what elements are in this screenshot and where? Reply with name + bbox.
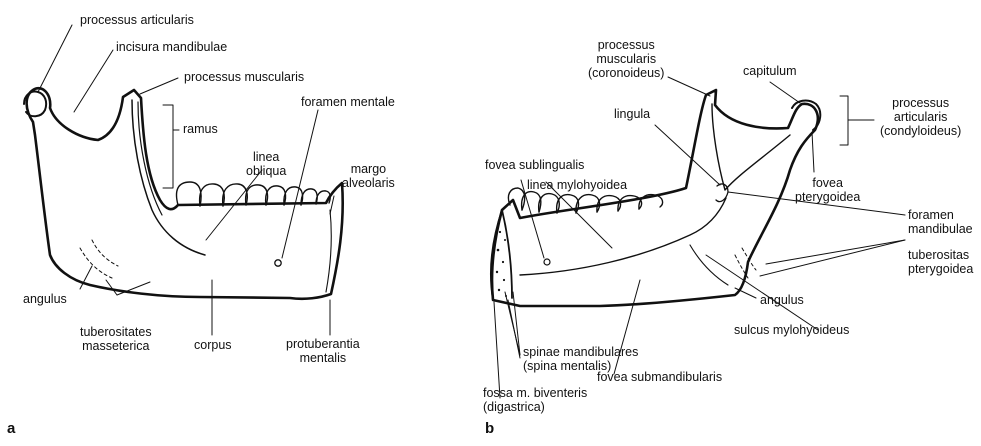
label-processus-muscularis-a: processus muscularis: [184, 70, 304, 84]
fovea-sublingualis-mark: [544, 259, 550, 265]
label-processus-articularis-b: processus articularis (condyloideus): [880, 96, 961, 138]
mylohyoid-ridge: [520, 198, 726, 275]
label-tuberositas-pterygoidea: tuberositas pterygoidea: [908, 248, 973, 276]
label-spinae-mandibulares: spinae mandibulares (spina mentalis): [523, 345, 638, 373]
tuberosity-marks: [80, 240, 118, 278]
label-fovea-pterygoidea: fovea pterygoidea: [795, 176, 860, 204]
label-linea-mylohyoidea: linea mylohyoidea: [527, 178, 627, 192]
spongy-bone-dots: [496, 231, 507, 297]
ramus-medial-ridge: [712, 104, 790, 190]
label-tuberositates-masseterica: tuberositates masseterica: [80, 325, 152, 353]
label-angulus-a: angulus: [23, 292, 67, 306]
label-ramus: ramus: [183, 122, 218, 136]
label-linea-obliqua: linea obliqua: [246, 150, 286, 178]
symphysis-line: [326, 210, 331, 292]
label-margo-alveolaris: margo alveolaris: [342, 162, 395, 190]
label-incisura-mandibulae: incisura mandibulae: [116, 40, 227, 54]
panel-letter-b: b: [485, 420, 494, 437]
label-fovea-sublingualis: fovea sublingualis: [485, 158, 584, 172]
label-capitulum: capitulum: [743, 64, 797, 78]
label-fovea-submandibularis: fovea submandibularis: [597, 370, 722, 384]
sulcus-line: [690, 245, 728, 285]
label-processus-muscularis-b: processus muscularis (coronoideus): [588, 38, 664, 80]
label-processus-articularis-a: processus articularis: [80, 13, 194, 27]
label-lingula: lingula: [614, 107, 650, 121]
label-angulus-b: angulus: [760, 293, 804, 307]
label-sulcus-mylohyoideus: sulcus mylohyoideus: [734, 323, 849, 337]
label-corpus: corpus: [194, 338, 232, 352]
mandible-lateral-outline: [27, 88, 343, 299]
label-foramen-mandibulae: foramen mandibulae: [908, 208, 973, 236]
panel-letter-a: a: [7, 420, 15, 437]
label-fossa-biventeris: fossa m. biventeris (digastrica): [483, 386, 587, 414]
label-protuberantia-mentalis: protuberantia mentalis: [286, 337, 360, 365]
label-foramen-mentale: foramen mentale: [301, 95, 395, 109]
foramen-mentale-hole: [275, 260, 281, 266]
